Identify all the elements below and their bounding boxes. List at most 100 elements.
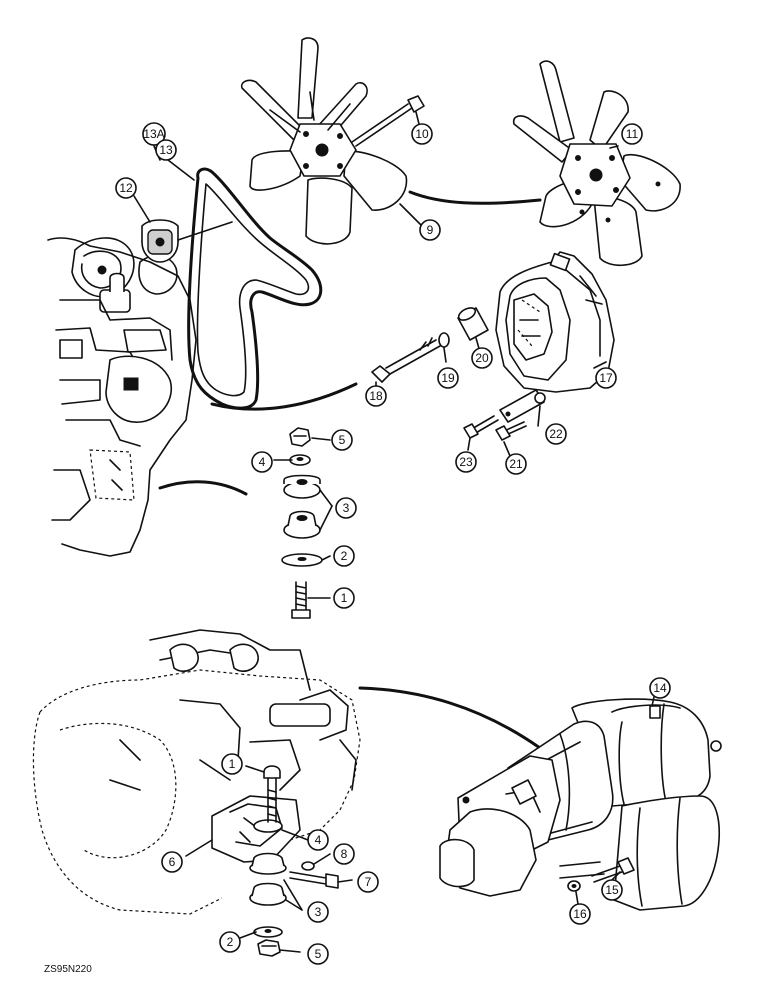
alternator-bolt [371,337,441,383]
callout-8: 8 [333,843,355,865]
callout-21: 21 [505,453,527,475]
callout-label: 12 [119,181,133,195]
washer-small [301,861,315,871]
mount-stack-lower [249,852,287,957]
mount-stack-upper [281,427,323,619]
callout-22: 22 [545,423,567,445]
callout-label: 16 [573,907,587,921]
callout-circle [419,219,441,241]
washer [438,332,450,348]
mount-bolt-lower [263,765,281,823]
callout-circle [333,587,355,609]
callout-label: 11 [626,127,639,141]
callout-10: 10 [411,123,433,145]
callout-label: 1 [229,757,236,771]
callout-label: 15 [605,883,619,897]
callout-label: 17 [599,371,613,385]
callout-label: 21 [509,457,523,471]
callout-15: 15 [601,879,623,901]
callout-circle [307,901,329,923]
mount-bracket [211,795,301,863]
starter-motor [439,698,722,911]
callout-circle [331,429,353,451]
callout-circle [155,139,177,161]
fan-assembly-left [240,37,408,245]
callout-label: 13A [143,127,164,141]
callout-16: 16 [569,903,591,925]
bolt-short-left [463,415,499,439]
callout-circle [601,879,623,901]
engine-block-lower [32,629,361,915]
callout-label: 3 [315,905,322,919]
callout-2: 2 [333,545,355,567]
callout-circle [142,122,166,146]
callout-1: 1 [333,587,355,609]
callout-13A: 13A [142,122,166,146]
callout-18: 18 [365,385,387,407]
callout-4: 4 [307,829,329,851]
callout-label: 7 [365,875,372,889]
callout-circle [307,943,329,965]
callout-circle [471,347,493,369]
callout-label: 5 [339,433,346,447]
callout-label: 10 [415,127,429,141]
callout-label: 9 [427,223,434,237]
bolt-short-right [495,421,527,441]
callout-circle [333,843,355,865]
callout-circle [545,423,567,445]
callout-label: 4 [259,455,266,469]
callout-7: 7 [357,871,379,893]
callout-2: 2 [219,931,241,953]
callout-label: 22 [549,427,563,441]
engine-block-upper [47,237,197,557]
callout-circle [335,497,357,519]
callout-circle [219,931,241,953]
callout-label: 20 [475,351,489,365]
callout-label: 4 [315,833,322,847]
reference-arrow-starter [358,686,542,750]
fan-assembly-right [512,60,681,267]
reference-arrow-fan [408,190,542,205]
callout-circle [333,545,355,567]
callout-label: 23 [459,455,473,469]
callout-circle [569,903,591,925]
callout-19: 19 [437,367,459,389]
callout-12: 12 [115,177,137,199]
callout-label: 8 [341,847,348,861]
callout-5: 5 [307,943,329,965]
callout-label: 1 [341,591,348,605]
callout-label: 18 [369,389,383,403]
callout-1: 1 [221,753,243,775]
spacer-sleeve [457,307,489,341]
callout-circle [357,871,379,893]
callout-5: 5 [331,429,353,451]
reference-arrow-mount [158,480,248,496]
callout-circle [115,177,137,199]
callout-label: 3 [343,501,350,515]
callout-9: 9 [419,219,441,241]
callout-circle [221,753,243,775]
callout-circle [505,453,527,475]
callout-circle [251,451,273,473]
callout-circle [649,677,671,699]
callout-label: 5 [315,947,322,961]
reference-arrow-alternator [210,382,358,411]
callout-label: 13 [159,143,173,157]
callout-circle [307,829,329,851]
callout-label: 2 [227,935,234,949]
callout-label: 19 [441,371,455,385]
callout-label: 6 [169,855,176,869]
alternator-link [499,389,546,423]
callout-14: 14 [649,677,671,699]
callout-6: 6 [161,851,183,873]
side-bolt [289,871,339,889]
callout-4: 4 [251,451,273,473]
callout-20: 20 [471,347,493,369]
callout-13: 13 [155,139,177,161]
callout-circle [455,451,477,473]
callout-label: 2 [341,549,348,563]
alternator [495,251,615,393]
